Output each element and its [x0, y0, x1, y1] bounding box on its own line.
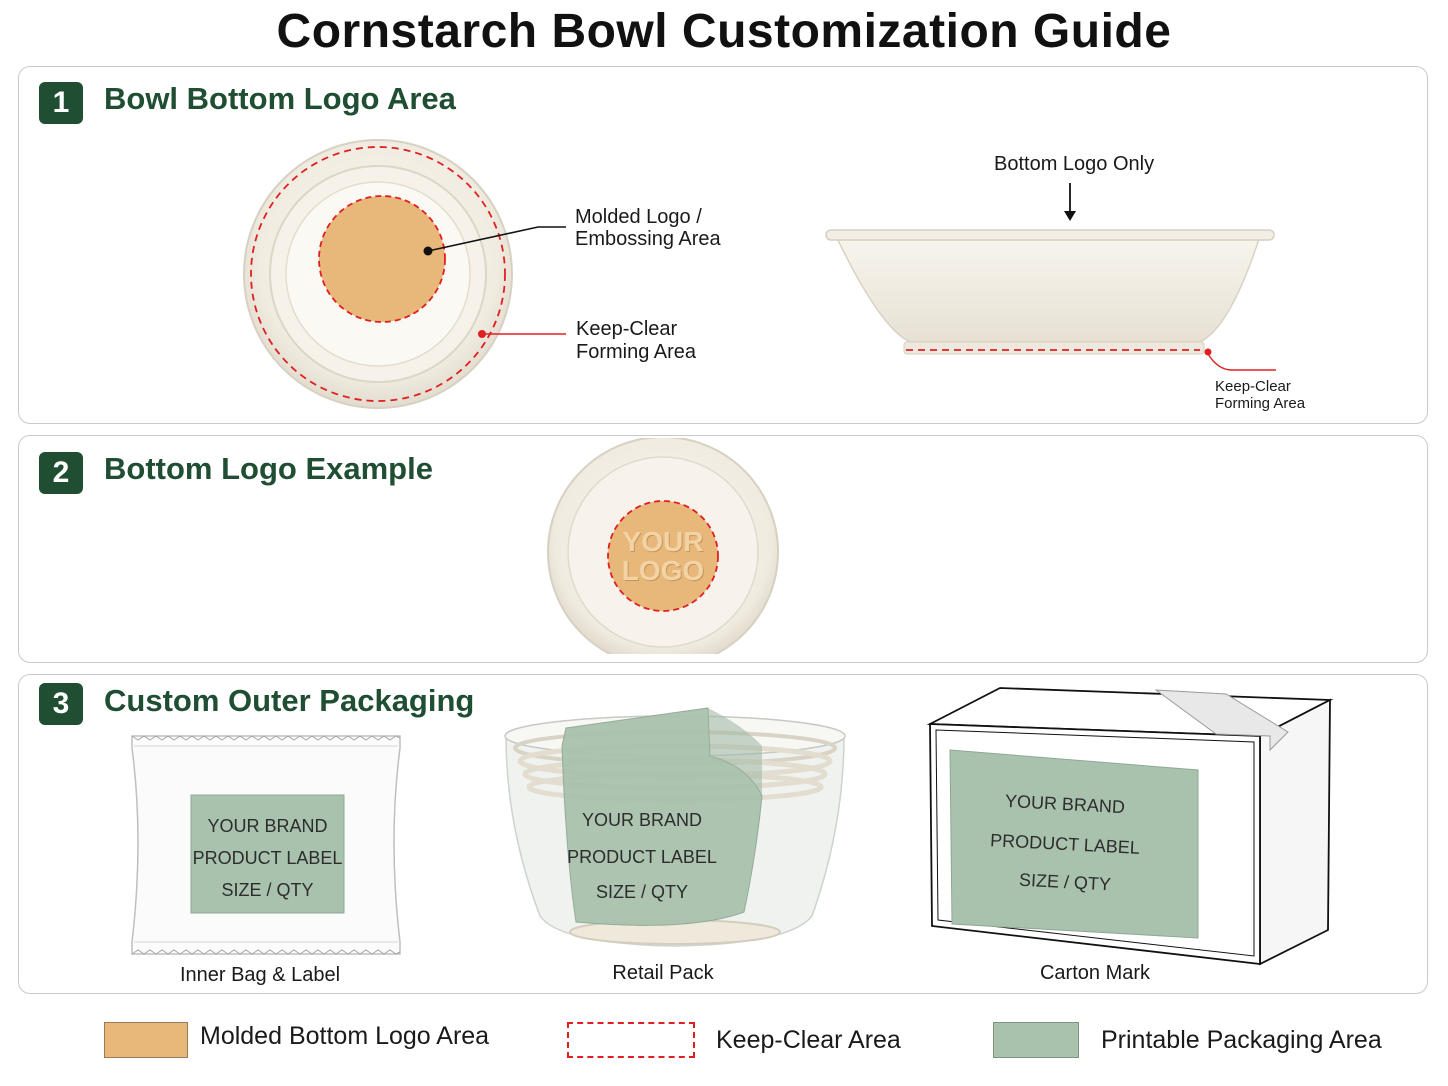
retail-label-line: PRODUCT LABEL: [567, 847, 717, 867]
legend-label-keep-clear: Keep-Clear Area: [716, 1026, 901, 1054]
section-title: Bottom Logo Example: [104, 451, 433, 486]
bowl-top-view-diagram: [243, 139, 513, 409]
retail-pack-illustration: [504, 707, 846, 947]
legend-label-printable: Printable Packaging Area: [1101, 1026, 1382, 1054]
section-number-badge: 2: [39, 452, 83, 494]
bag-label-line: YOUR BRAND: [207, 816, 328, 836]
callout-lines: [427, 226, 566, 335]
carton-printable-label: [949, 749, 1199, 939]
logo-emboss-area: [607, 500, 719, 612]
inner-bag-illustration: [131, 735, 401, 955]
retail-label-line: YOUR BRAND: [581, 810, 702, 830]
inner-bag-caption: Inner Bag & Label: [179, 964, 341, 986]
section-number-badge: 3: [39, 683, 83, 725]
bottom-logo-only-label: Bottom Logo Only: [994, 153, 1155, 175]
carton-mark-caption: Carton Mark: [1039, 962, 1151, 984]
keep-clear-ring: [250, 146, 506, 402]
legend-swatch-keep-clear: [567, 1022, 695, 1058]
bowl-side-view-diagram: [825, 183, 1276, 371]
keep-clear-label: Keep-Clear: [576, 318, 678, 340]
molded-logo-label: Molded Logo /: [575, 206, 702, 228]
molded-logo-label-line2: Embossing Area: [575, 228, 721, 250]
legend-swatch-molded: [104, 1022, 188, 1058]
molded-logo-area: [318, 195, 446, 323]
legend-swatch-printable: [993, 1022, 1079, 1058]
bag-label-line: PRODUCT LABEL: [192, 848, 343, 868]
section-title: Custom Outer Packaging: [104, 683, 475, 718]
your-logo-text: YOUR: [622, 526, 704, 557]
bag-label-line: SIZE / QTY: [221, 880, 314, 900]
page-title: Cornstarch Bowl Customization Guide: [276, 5, 1172, 58]
legend-label-molded: Molded Bottom Logo Area: [200, 1022, 490, 1050]
your-logo-text-line2: LOGO: [621, 555, 705, 586]
bowl-logo-example: [547, 438, 779, 654]
side-keep-clear-label: Keep-Clear: [1215, 378, 1291, 395]
bag-printable-label: [190, 794, 345, 914]
section-title: Bowl Bottom Logo Area: [104, 81, 456, 116]
retail-label-line: SIZE / QTY: [595, 882, 688, 902]
callout-dot: [423, 246, 433, 256]
retail-pack-caption: Retail Pack: [612, 962, 714, 984]
retail-sleeve-printable: [561, 707, 763, 926]
carton-illustration: [926, 687, 1334, 966]
keep-clear-label-line2: Forming Area: [576, 341, 697, 363]
side-keep-clear-label-line2: Forming Area: [1215, 395, 1306, 412]
section-number-badge: 1: [39, 82, 83, 124]
